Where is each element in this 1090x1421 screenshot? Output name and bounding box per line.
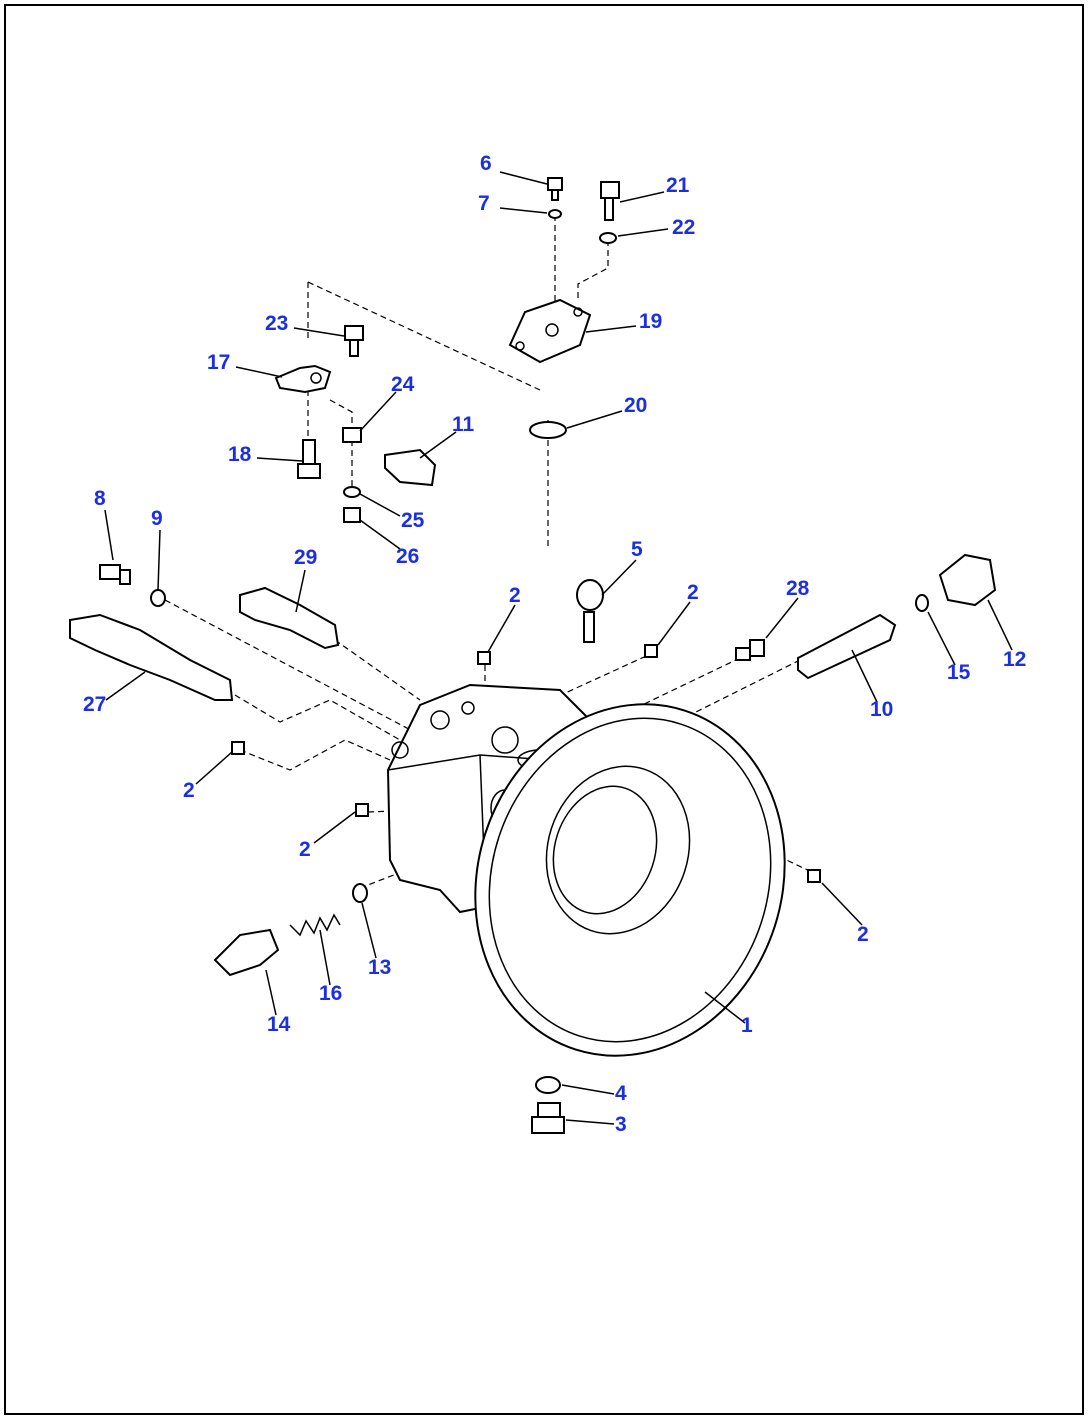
cover-plate-19 <box>508 298 592 364</box>
callout-2-top: 2 <box>509 584 521 607</box>
callout-26: 26 <box>396 545 419 568</box>
plug-2a <box>477 651 491 665</box>
callout-15: 15 <box>947 661 971 684</box>
callout-7: 7 <box>478 192 490 215</box>
block-11 <box>384 448 437 487</box>
spring-16 <box>289 913 341 937</box>
washer-25 <box>343 486 361 498</box>
callout-27: 27 <box>83 693 106 716</box>
nut-26 <box>343 507 361 523</box>
callout-29: 29 <box>294 546 317 569</box>
pump-housing <box>386 683 786 1057</box>
plug-3 <box>537 1102 561 1118</box>
plug-12 <box>938 553 997 607</box>
callout-2-right: 2 <box>687 581 699 604</box>
callout-16: 16 <box>319 982 342 1005</box>
plug-2b <box>644 644 658 658</box>
bolt-6 <box>547 177 563 191</box>
callout-labels: 6 7 21 22 19 20 23 17 24 11 18 25 26 8 9… <box>83 152 1026 1136</box>
callout-18: 18 <box>228 443 252 466</box>
callout-17: 17 <box>207 351 230 374</box>
nut-24 <box>342 427 362 443</box>
callout-4: 4 <box>615 1082 627 1105</box>
washer-22 <box>599 232 617 244</box>
callout-28: 28 <box>786 577 810 600</box>
callout-22: 22 <box>672 216 695 239</box>
callout-3: 3 <box>615 1113 627 1136</box>
callout-2-left: 2 <box>183 779 195 802</box>
plug-2e <box>807 869 821 883</box>
bolt-21 <box>600 181 620 199</box>
callout-2-flange: 2 <box>857 923 869 946</box>
callout-10: 10 <box>870 698 893 721</box>
callout-23: 23 <box>265 312 288 335</box>
sheet-border <box>4 4 1084 1415</box>
callout-6: 6 <box>480 152 492 175</box>
callout-2-middle: 2 <box>299 838 311 861</box>
bracket-17 <box>274 364 332 394</box>
valve-29 <box>239 586 340 650</box>
bolt-23 <box>344 325 364 341</box>
plug-8 <box>99 564 121 580</box>
eye-bolt-5 <box>576 579 604 611</box>
spool-27 <box>69 613 234 701</box>
o-ring-7 <box>548 209 562 219</box>
callout-13: 13 <box>368 956 391 979</box>
fitting-14 <box>213 928 280 977</box>
callout-9: 9 <box>151 507 163 530</box>
plug-2c <box>231 741 245 755</box>
callout-8: 8 <box>94 487 106 510</box>
o-ring-13 <box>352 883 368 903</box>
o-ring-15 <box>915 594 929 612</box>
callout-5: 5 <box>631 538 643 561</box>
bolt-18 <box>302 439 316 465</box>
o-ring-20 <box>529 421 567 439</box>
fitting-28 <box>735 647 751 661</box>
callout-21: 21 <box>666 174 690 197</box>
callout-1: 1 <box>741 1014 753 1037</box>
leader-lines <box>104 171 1013 1125</box>
sleeve-10 <box>797 613 897 680</box>
callout-12: 12 <box>1003 648 1026 671</box>
callout-14: 14 <box>267 1013 291 1036</box>
plug-2d <box>355 803 369 817</box>
small-parts <box>69 177 997 1134</box>
callout-11: 11 <box>452 413 475 436</box>
callout-19: 19 <box>639 310 662 333</box>
callout-25: 25 <box>401 509 425 532</box>
o-ring-9 <box>150 589 166 607</box>
o-ring-4 <box>535 1076 561 1094</box>
callout-20: 20 <box>624 394 647 417</box>
callout-24: 24 <box>391 373 415 396</box>
